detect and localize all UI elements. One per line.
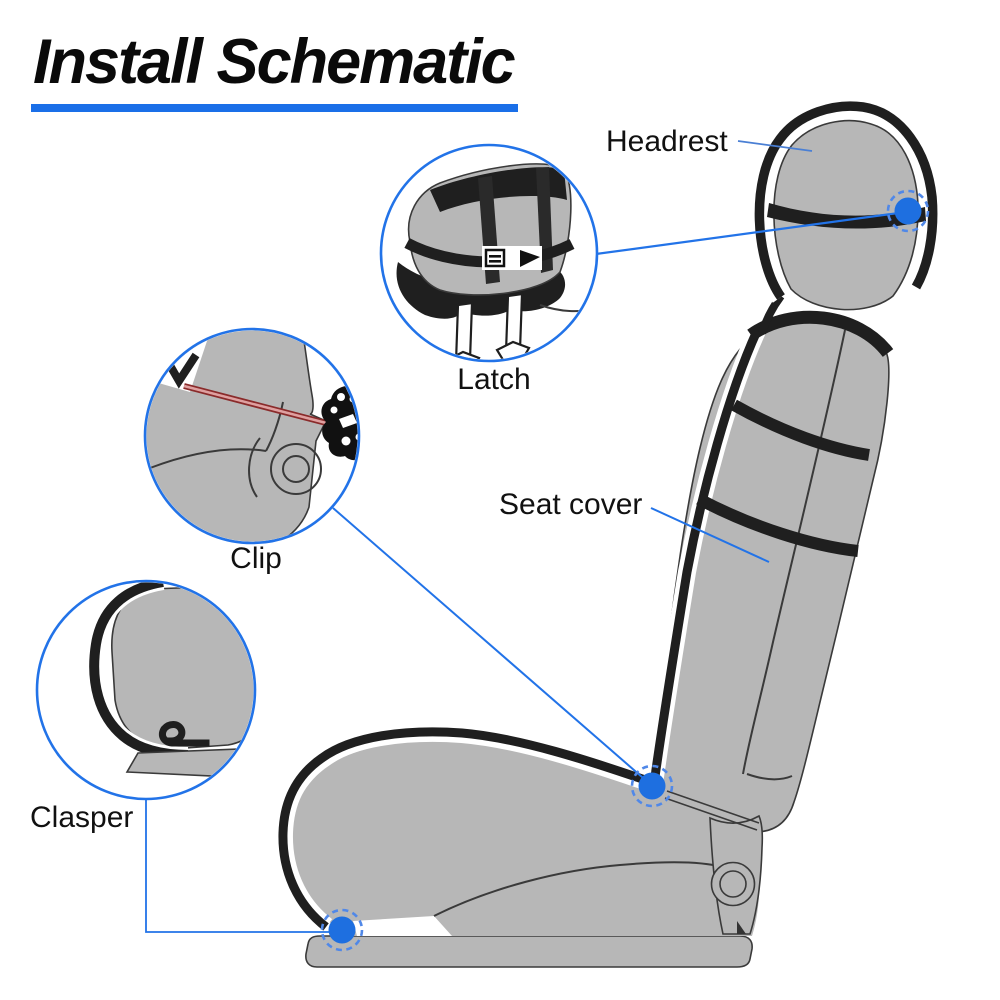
clip-connector-line bbox=[332, 507, 651, 785]
hinge-inner bbox=[719, 870, 747, 898]
seat-side-view bbox=[272, 96, 943, 968]
headrest bbox=[749, 96, 943, 335]
recline-bracket-line-2 bbox=[664, 797, 758, 831]
callout-clasper: Clasper bbox=[30, 579, 257, 834]
s-hook bbox=[158, 721, 210, 747]
buckle-bar-1 bbox=[489, 255, 501, 258]
headrest-post-line bbox=[758, 293, 785, 335]
latch-callout-art bbox=[396, 163, 596, 360]
marker-dot bbox=[638, 772, 666, 800]
title-underline bbox=[31, 104, 518, 112]
recliner-housing-arc bbox=[248, 437, 261, 498]
marker-dot bbox=[328, 916, 356, 944]
clip-hole bbox=[337, 393, 345, 401]
seat-back bbox=[645, 310, 894, 833]
clasper-cushion-corner bbox=[111, 585, 254, 750]
clip-slot bbox=[339, 414, 357, 428]
attachment-point-headrest bbox=[886, 189, 930, 233]
seat-cover-label: Seat cover bbox=[499, 488, 642, 521]
recliner-support bbox=[664, 790, 764, 935]
post-left bbox=[454, 301, 474, 360]
clip-label: Clip bbox=[230, 542, 282, 575]
marker-ring bbox=[886, 189, 930, 233]
recliner-knob-inner bbox=[282, 455, 310, 483]
cord-highlight bbox=[183, 384, 331, 426]
clip-hole bbox=[355, 433, 358, 441]
callout-clip: Clip bbox=[143, 327, 361, 575]
seat-cover-pointer-line bbox=[650, 507, 770, 563]
latch-headrest-top-patch bbox=[430, 167, 567, 212]
marker-dot bbox=[894, 197, 922, 225]
attachment-point-hip bbox=[630, 764, 674, 808]
recliner-knob-outer bbox=[270, 443, 322, 495]
seat-back-center-seam bbox=[742, 329, 846, 775]
clip-hole bbox=[341, 436, 351, 446]
back-strap-upper bbox=[731, 399, 870, 461]
support-foot-notch bbox=[737, 921, 746, 934]
cushion-skirt-slot bbox=[353, 916, 452, 936]
page-title: Install Schematic bbox=[33, 27, 516, 97]
headrest-cover-edge bbox=[754, 101, 938, 300]
headrest-pointer-line bbox=[737, 140, 813, 152]
recline-bracket-line-1 bbox=[666, 790, 760, 824]
buckle-icon bbox=[482, 246, 542, 270]
seat-back-edge bbox=[649, 329, 762, 785]
cushion-cover-edge bbox=[278, 727, 650, 931]
clasper-callout-art bbox=[86, 582, 254, 778]
clip-contour-line-2 bbox=[265, 401, 284, 452]
buckle-bar-2 bbox=[489, 260, 501, 263]
clip-contour-line bbox=[149, 448, 267, 469]
post-left-foot bbox=[445, 350, 481, 360]
clip-seat-fragment bbox=[146, 330, 328, 542]
seat-base-rail bbox=[305, 935, 753, 968]
headrest-strap bbox=[767, 203, 926, 229]
marker-ring bbox=[320, 908, 364, 952]
latch-connector-line bbox=[595, 210, 907, 256]
clasper-connector-line bbox=[145, 798, 338, 933]
buckle-male bbox=[520, 250, 540, 267]
marker-ring bbox=[630, 764, 674, 808]
headrest-shape bbox=[773, 119, 919, 311]
back-strap-lower bbox=[696, 493, 859, 557]
clasper-label: Clasper bbox=[30, 801, 133, 834]
clasper-edge-band bbox=[89, 582, 189, 760]
attachment-point-front bbox=[320, 908, 364, 952]
seat-back-bottom-seam bbox=[746, 773, 793, 781]
latch-label: Latch bbox=[457, 363, 530, 396]
clip-hole bbox=[330, 406, 338, 414]
buckle-female bbox=[484, 248, 506, 268]
clasper-skirt-strip bbox=[125, 748, 242, 778]
headrest-label: Headrest bbox=[606, 125, 728, 158]
callout-latch: Latch bbox=[379, 143, 599, 396]
